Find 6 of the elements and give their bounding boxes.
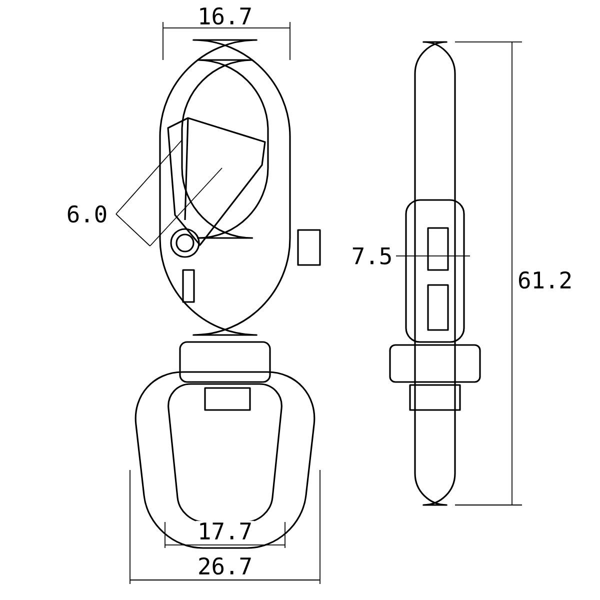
- dimension-label: 6.0: [64, 204, 110, 224]
- dimension-label: 7.5: [350, 246, 394, 266]
- dimension-label: 61.2: [516, 270, 574, 290]
- dimension-label: 26.7: [196, 556, 254, 576]
- dimension-label: 17.7: [196, 520, 254, 542]
- dimension-label: 16.7: [196, 6, 254, 26]
